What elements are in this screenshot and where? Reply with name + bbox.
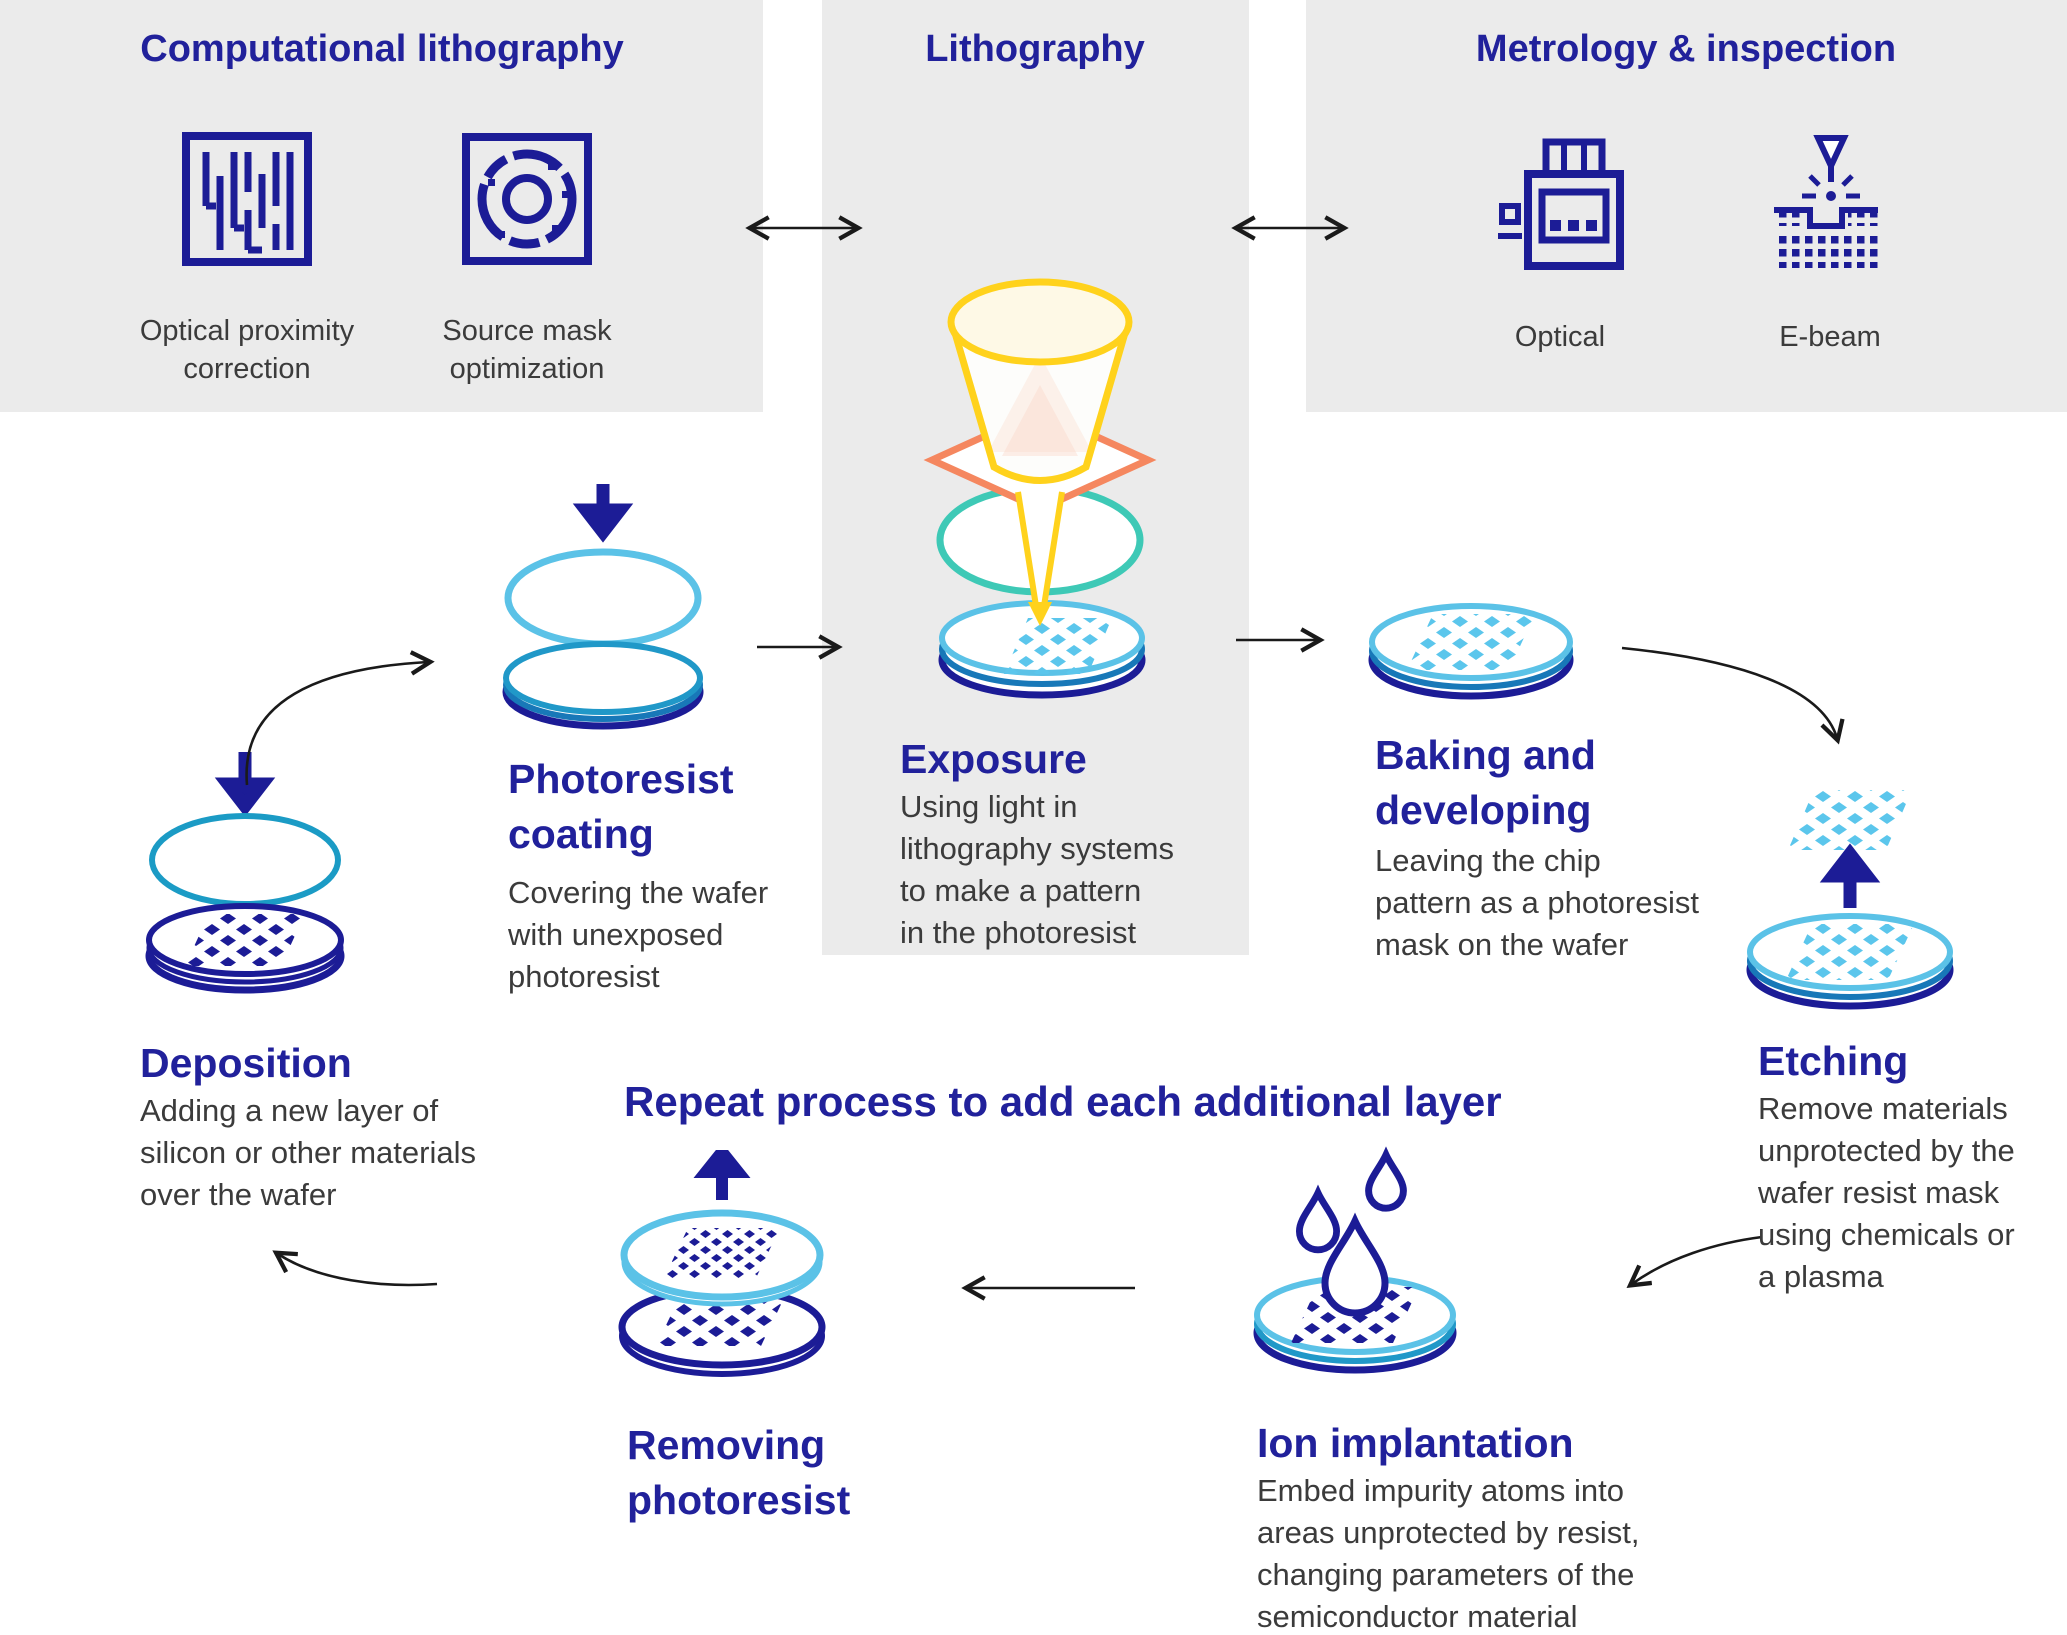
deposition-icon — [140, 748, 350, 1018]
smo-label: Source mask optimization — [442, 315, 612, 385]
step-desc-exposure: Using light in lithography systems to ma… — [900, 789, 1174, 950]
ion-implantation-icon — [1240, 1125, 1470, 1395]
ebeam-label: E-beam — [1779, 321, 1881, 353]
etching-icon — [1735, 780, 1965, 1070]
arrow-baking-to-etching — [1621, 646, 1845, 745]
step-desc-photoresist-coating: Covering the wafer with unexposed photor… — [508, 875, 769, 994]
opc-label: Optical proximity correction — [139, 315, 355, 385]
e-beam-icon — [1766, 132, 1896, 274]
step-title-deposition: Deposition — [140, 1040, 352, 1086]
arrow-removing-to-deposition — [272, 1250, 438, 1287]
step-title-etching: Etching — [1758, 1038, 1909, 1084]
optical-label: Optical — [1514, 321, 1606, 353]
panel-title-computational: Computational lithography — [140, 28, 624, 70]
panel-title-metrology: Metrology & inspection — [1475, 28, 1897, 70]
source-mask-icon — [462, 133, 592, 265]
exposure-funnel-illustration — [890, 260, 1200, 720]
removing-photoresist-icon — [612, 1150, 832, 1390]
step-desc-deposition: Adding a new layer of silicon or other m… — [140, 1093, 476, 1212]
step-title-removing-photoresist: Removing photoresist — [627, 1422, 851, 1523]
panel-metrology-inspection — [1306, 0, 2067, 412]
step-desc-etching: Remove materials unprotected by the wafe… — [1758, 1091, 2015, 1294]
step-desc-baking-developing: Leaving the chip pattern as a photoresis… — [1375, 843, 1699, 962]
step-title-photoresist-coating: Photoresist coating — [508, 756, 734, 857]
photoresist-coating-icon — [498, 480, 708, 750]
opc-pattern-icon — [182, 132, 312, 266]
repeat-process-banner: Repeat process to add each additional la… — [624, 1078, 1502, 1125]
baking-wafer-icon — [1356, 572, 1586, 732]
step-desc-ion-implantation: Embed impurity atoms into areas unprotec… — [1257, 1473, 1640, 1634]
step-title-baking-developing: Baking and developing — [1375, 732, 1596, 833]
optical-inspection-icon — [1494, 134, 1626, 272]
arrow-etching-to-ion — [1626, 1235, 1763, 1288]
panel-title-lithography: Lithography — [925, 28, 1145, 70]
step-title-ion-implantation: Ion implantation — [1257, 1420, 1574, 1466]
panel-computational-lithography — [0, 0, 763, 412]
step-title-exposure: Exposure — [900, 736, 1087, 782]
